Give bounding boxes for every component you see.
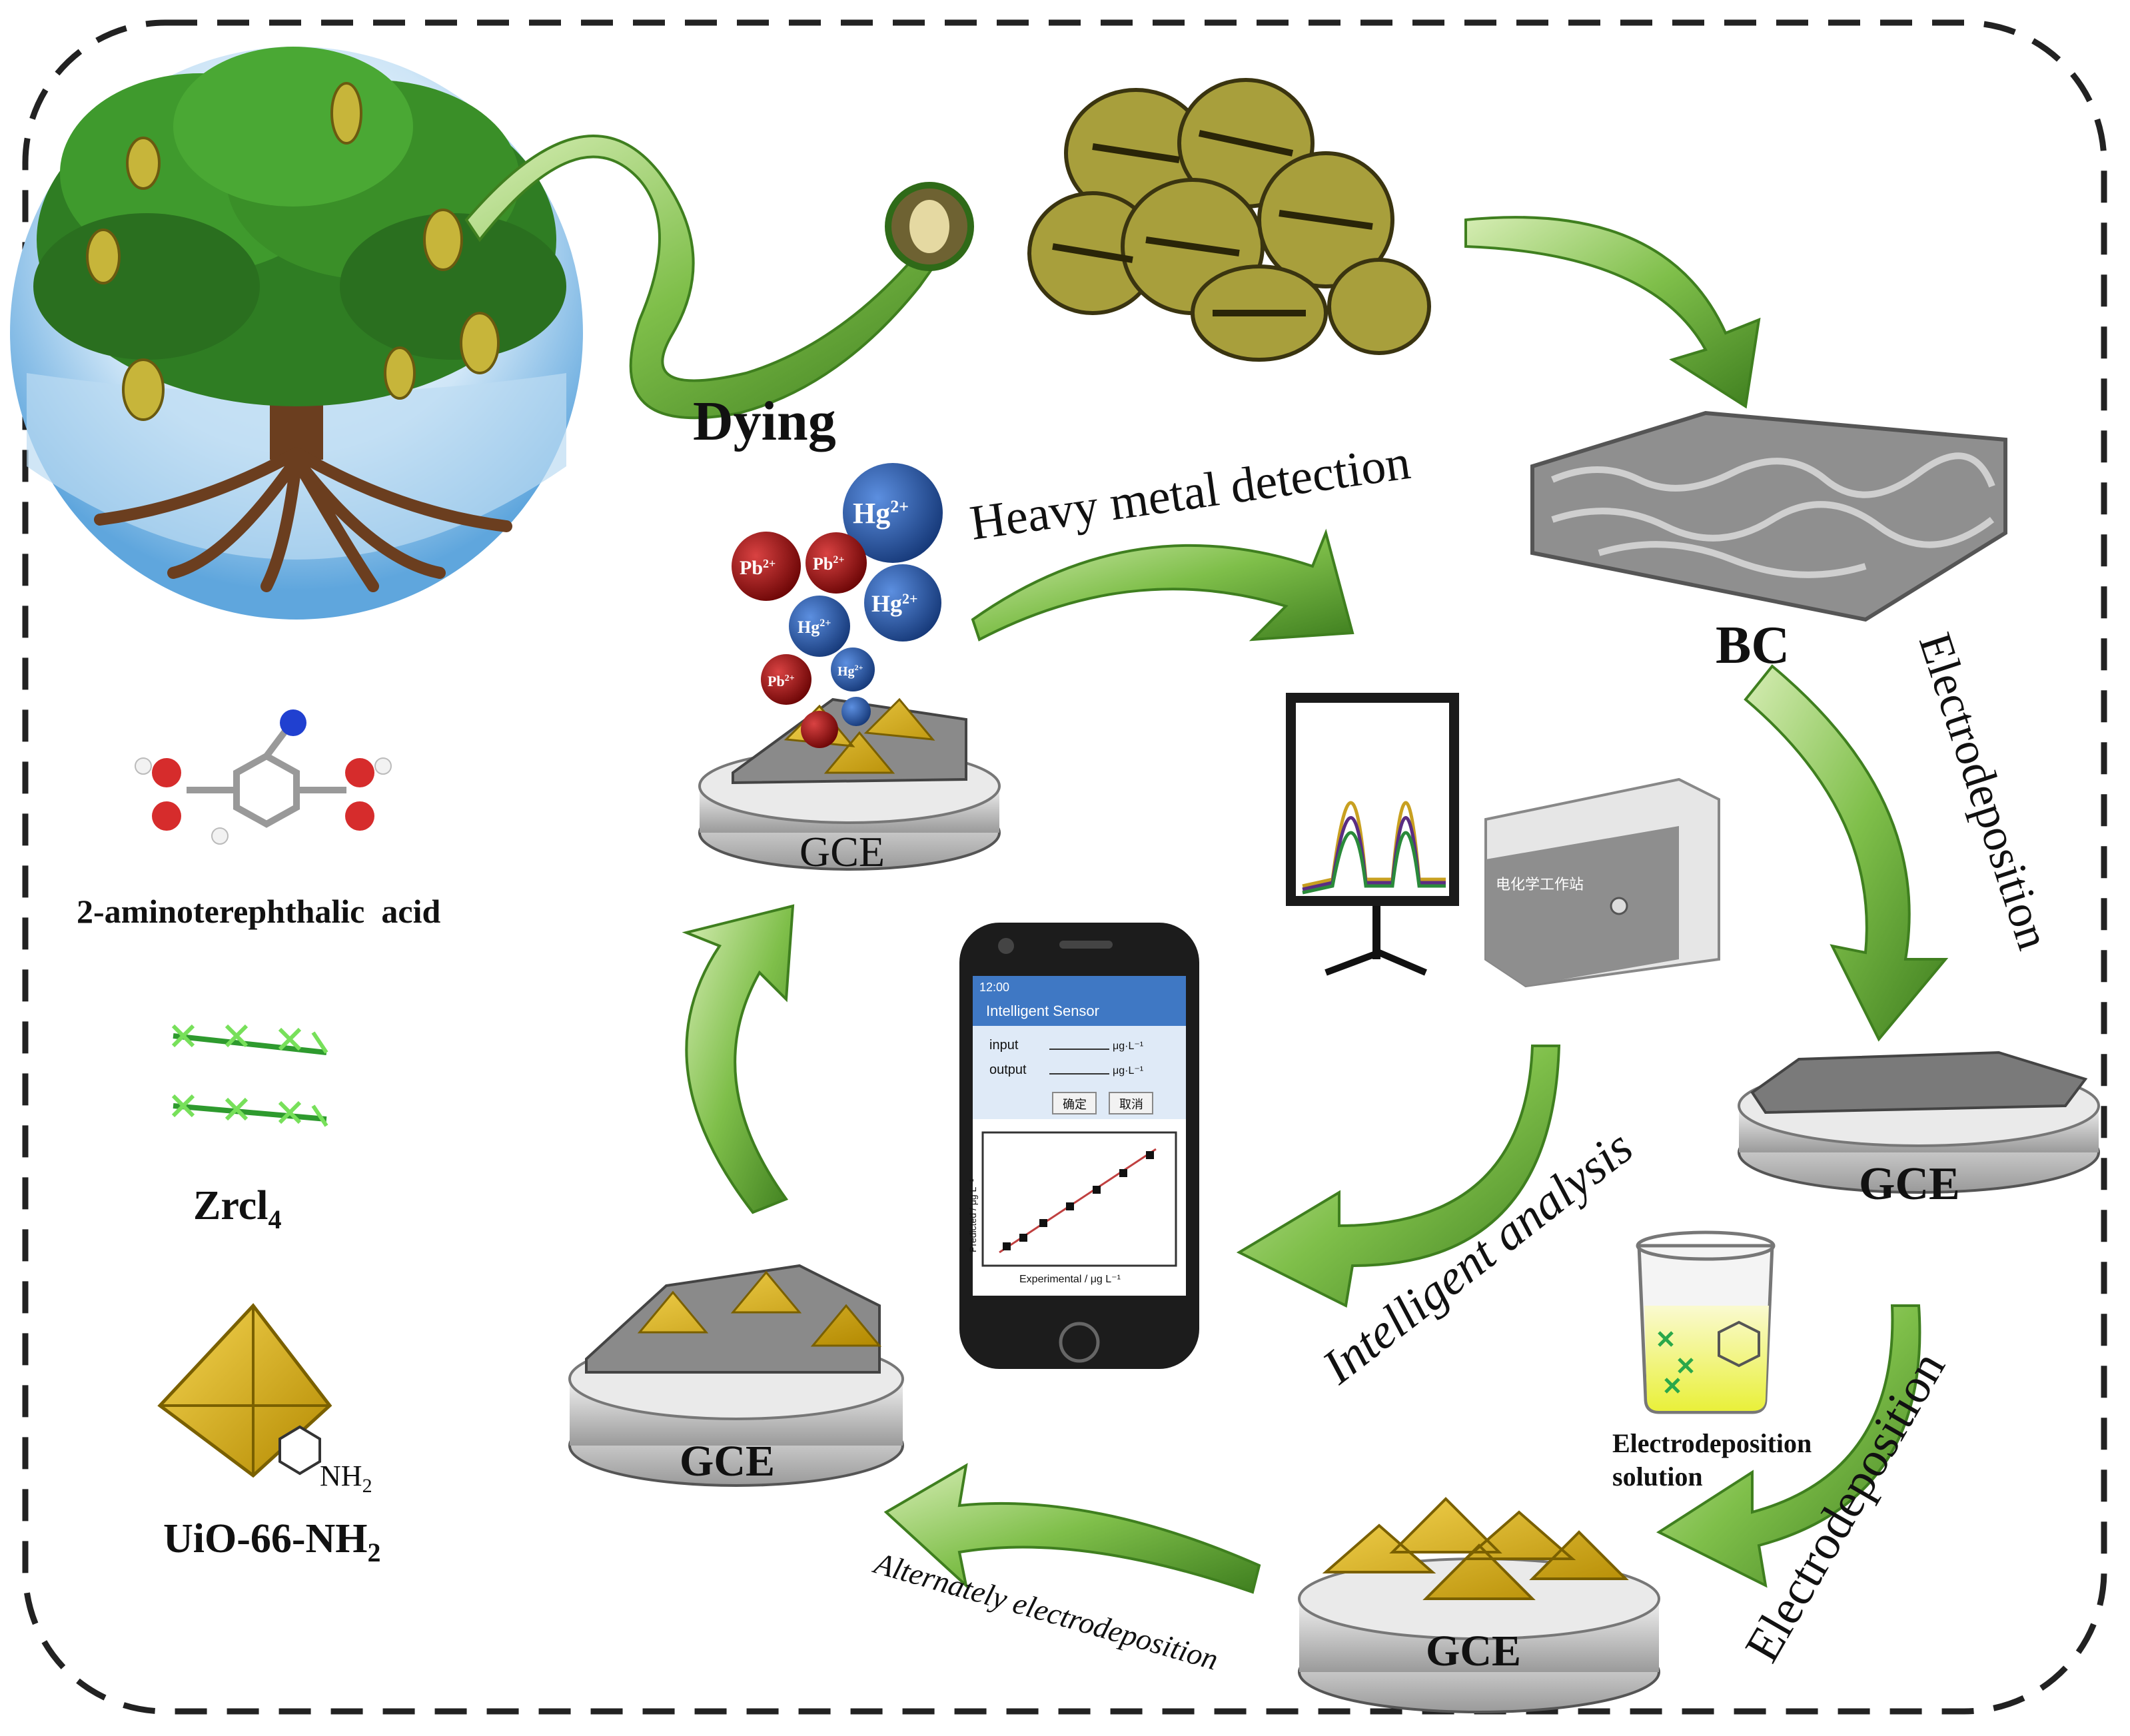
phone-input-label: input <box>989 1038 1019 1053</box>
gce-bc <box>1738 1051 2100 1194</box>
arrow-intelligent-analysis <box>1236 1045 1561 1308</box>
label-gce-alternate: GCE <box>680 1437 775 1486</box>
ion-hg-3: Hg2+ <box>798 618 831 637</box>
electrodeposition-beaker <box>1636 1230 1776 1414</box>
legend-uio: UiO-66-NH2 <box>163 1516 381 1567</box>
phone-confirm-button[interactable]: 确定 <box>1063 1098 1087 1111</box>
phone-ylabel: Predicted / μg L⁻¹ <box>967 1178 978 1252</box>
phone-output-label: output <box>989 1063 1027 1077</box>
workstation-label: 电化学工作站 <box>1496 877 1584 893</box>
arrow-heavy-metal-detection <box>971 528 1354 642</box>
ion-group <box>732 463 943 748</box>
label-solution-line1: Electrodeposition <box>1612 1428 1812 1458</box>
gce-alternate <box>568 1264 904 1487</box>
gce-uio <box>1298 1497 1660 1713</box>
ion-pb-2: Pb2+ <box>813 554 844 574</box>
dried-cones <box>1027 78 1431 362</box>
arrow-electrodeposition-bottom <box>1656 1304 1921 1588</box>
phone-title: Intelligent Sensor <box>986 1003 1099 1019</box>
ion-pb-3: Pb2+ <box>768 673 795 689</box>
legend-aminoterephthalic: 2-aminoterephthalic acid <box>77 893 440 930</box>
phone-unit-1: μg·L⁻¹ <box>1113 1041 1143 1052</box>
aminoterephthalic-molecule <box>135 709 392 845</box>
legend-zrcl4: Zrcl4 <box>193 1183 282 1234</box>
zrcl4-chains <box>171 1024 328 1127</box>
phone-xlabel: Experimental / μg L⁻¹ <box>1019 1274 1121 1285</box>
smartphone <box>959 923 1199 1369</box>
label-dying: Dying <box>693 390 836 452</box>
label-gce-bc: GCE <box>1859 1158 1960 1210</box>
label-gce-uio: GCE <box>1426 1627 1521 1675</box>
phone-time: 12:00 <box>979 981 1009 994</box>
gce-detection <box>698 697 1001 871</box>
ion-pb-1: Pb2+ <box>740 557 776 579</box>
phone-cancel-button[interactable]: 取消 <box>1119 1098 1143 1111</box>
legend-nh2: NH2 <box>320 1460 372 1497</box>
label-bc: BC <box>1716 616 1790 675</box>
ion-hg-1: Hg2+ <box>853 497 909 530</box>
arrow-alternately-electrodeposition <box>883 1463 1261 1594</box>
tree-illustration <box>10 47 583 620</box>
label-heavy-metal-detection: Heavy metal detection <box>967 435 1414 551</box>
dashed-frame <box>22 19 2107 1715</box>
arrow-to-bc <box>1464 216 1761 409</box>
arrow-electrodeposition-right <box>1744 664 1949 1042</box>
arrow-up-left <box>682 904 795 1214</box>
ion-hg-4: Hg2+ <box>837 663 863 679</box>
label-solution-line2: solution <box>1612 1462 1703 1492</box>
label-gce-detection: GCE <box>799 828 885 875</box>
uio-octahedron <box>157 1303 332 1478</box>
label-electrodeposition-right: Electrodeposition <box>1909 627 2059 955</box>
bc-porous-carbon <box>1530 410 2007 622</box>
ion-hg-2: Hg2+ <box>871 590 918 617</box>
phone-unit-2: μg·L⁻¹ <box>1113 1065 1143 1077</box>
workstation-monitor <box>1286 693 1720 988</box>
